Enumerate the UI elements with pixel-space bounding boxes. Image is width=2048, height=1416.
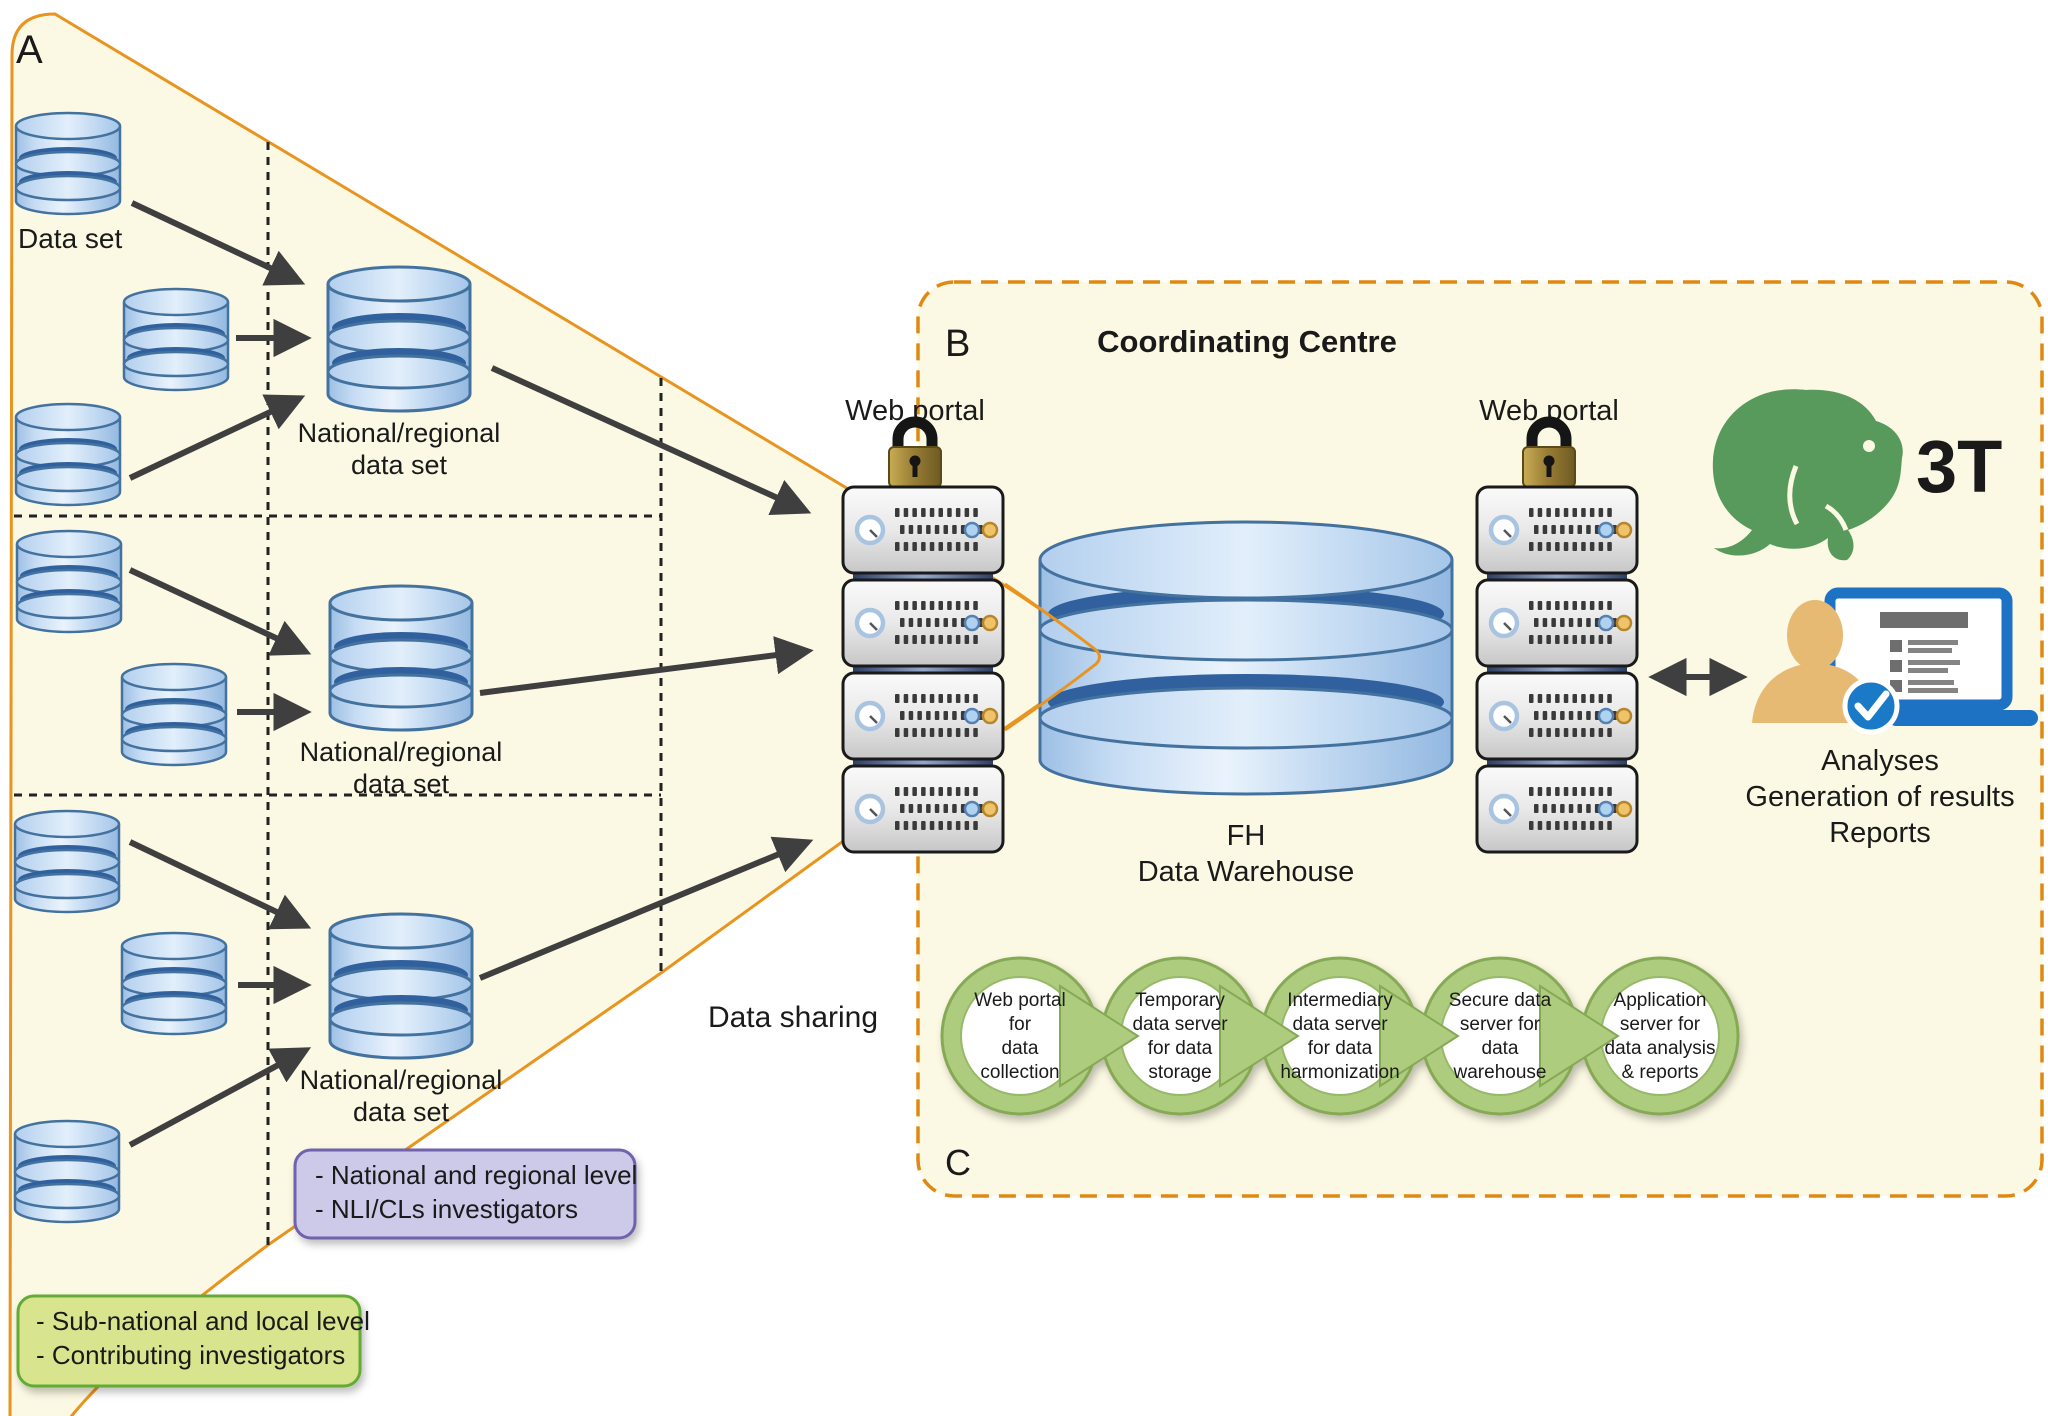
process-arrow — [1219, 984, 1300, 1088]
dataset-label: Data set — [18, 223, 122, 254]
dataset-cylinder — [120, 931, 228, 1036]
svg-text:harmonization: harmonization — [1280, 1062, 1399, 1083]
funnel-tip-outline — [1004, 582, 1101, 732]
dataset-cylinder — [13, 809, 121, 914]
arrow-ds8-db3 — [128, 1047, 312, 1148]
warehouse-label: Data Warehouse — [1138, 856, 1355, 888]
process-chain — [940, 956, 1740, 1116]
data-flow-arrows — [128, 200, 814, 1148]
svg-text:Web portal: Web portal — [974, 990, 1066, 1011]
svg-text:data analysis: data analysis — [1605, 1038, 1716, 1059]
arrow-ds6-db3 — [128, 839, 312, 930]
process-arrow — [1379, 984, 1460, 1088]
web-portal-server-stack-left — [843, 487, 1003, 852]
dataset-cylinder — [14, 402, 122, 507]
check-badge-icon — [1842, 677, 1900, 735]
legend-local-box — [16, 1294, 362, 1388]
svg-text:Application: Application — [1614, 990, 1707, 1011]
national-dataset-label: National/regional — [300, 737, 503, 767]
results-label: Analyses — [1821, 745, 1939, 777]
national-regional-cylinder — [328, 912, 474, 1060]
legend-local-line: - Contributing investigators — [36, 1340, 345, 1370]
fh-data-warehouse-cylinder — [1038, 520, 1454, 796]
svg-text:collection: collection — [980, 1062, 1059, 1083]
arrow-ds1-db1 — [130, 200, 306, 286]
arrow-ds3-db1 — [128, 394, 306, 481]
svg-text:data server: data server — [1132, 1014, 1228, 1035]
arrow-ds4-db2 — [128, 567, 312, 656]
svg-text:Intermediary: Intermediary — [1287, 990, 1393, 1011]
panel-a-label: A — [16, 28, 43, 72]
panel-b-label: B — [945, 323, 970, 365]
web-portal-server-stack-right — [1477, 487, 1637, 852]
national-regional-cylinder — [328, 584, 474, 732]
dataset-cylinder — [13, 1119, 121, 1224]
data-sharing-label: Data sharing — [708, 1001, 878, 1034]
process-arrow — [1539, 984, 1620, 1088]
coordinating-centre-title: Coordinating Centre — [1097, 324, 1397, 359]
panel-c-label: C — [945, 1142, 971, 1183]
national-regional-cylinder — [326, 265, 472, 413]
svg-text:for data: for data — [1148, 1038, 1213, 1059]
national-dataset-label: data set — [353, 769, 450, 799]
national-dataset-label: National/regional — [300, 1065, 503, 1095]
logo-text: 3T — [1916, 425, 2002, 508]
dataset-cylinder — [120, 662, 228, 767]
arrow-db1-portal — [490, 365, 812, 515]
dataset-cylinder — [14, 111, 122, 216]
svg-text:Temporary: Temporary — [1135, 990, 1225, 1011]
svg-text:& reports: & reports — [1621, 1062, 1698, 1083]
process-step-labels: Web portal for data collection Temporary… — [974, 990, 1715, 1083]
legend-national-box — [293, 1148, 637, 1240]
svg-text:for: for — [1009, 1014, 1032, 1035]
svg-text:Secure data: Secure data — [1449, 990, 1552, 1011]
svg-text:for data: for data — [1308, 1038, 1373, 1059]
group-divider-lines — [14, 142, 663, 1245]
legend-national-line: - National and regional level — [315, 1160, 637, 1190]
national-dataset-label: National/regional — [298, 418, 501, 448]
national-dataset-label: data set — [351, 450, 448, 480]
svg-text:warehouse: warehouse — [1453, 1062, 1547, 1083]
dataset-cylinder — [15, 529, 123, 634]
warehouse-label: FH — [1227, 820, 1266, 852]
legend-local-line: - Sub-national and local level — [36, 1306, 370, 1336]
national-dataset-label: data set — [353, 1097, 450, 1127]
dataset-cylinder — [122, 287, 230, 392]
svg-text:data server: data server — [1292, 1014, 1388, 1035]
svg-text:server for: server for — [1460, 1014, 1541, 1035]
svg-text:server for: server for — [1620, 1014, 1701, 1035]
manatee-logo-icon — [1712, 389, 1903, 561]
arrow-db3-portal — [478, 836, 814, 981]
svg-text:data: data — [1002, 1038, 1039, 1059]
arrow-db2-portal — [479, 636, 814, 696]
results-label: Reports — [1829, 817, 1931, 849]
process-arrow — [1059, 984, 1140, 1088]
svg-text:data: data — [1482, 1038, 1519, 1059]
lock-icon — [889, 422, 941, 487]
results-label: Generation of results — [1745, 781, 2014, 813]
legend-national-line: - NLI/CLs investigators — [315, 1194, 578, 1224]
svg-text:storage: storage — [1148, 1062, 1211, 1083]
